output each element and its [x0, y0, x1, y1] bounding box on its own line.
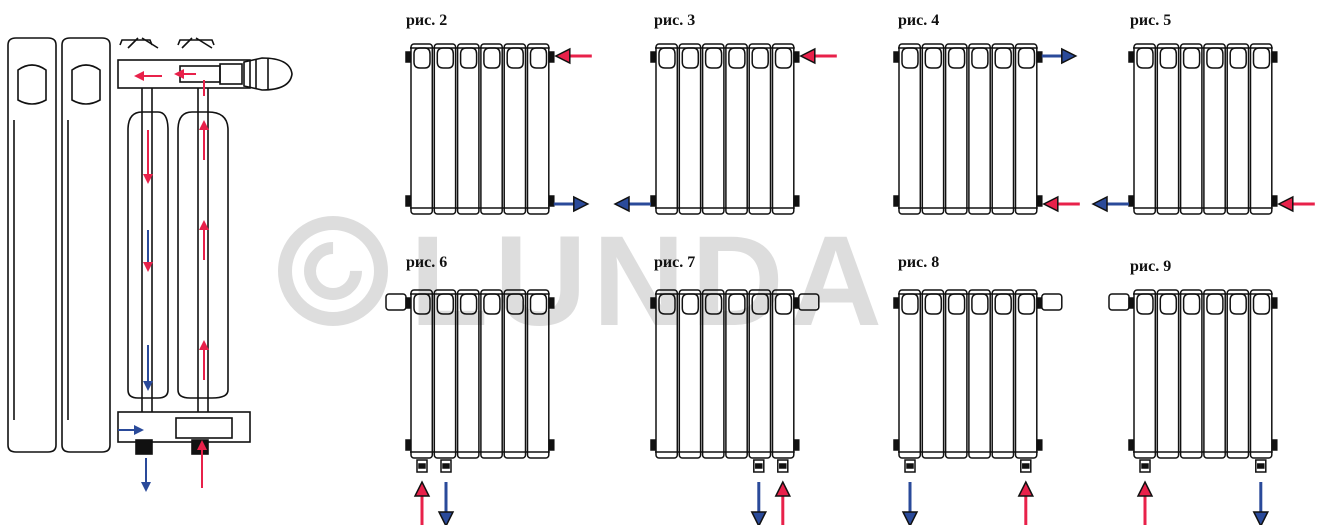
radiator-section [944, 289, 968, 459]
radiator-section [991, 43, 1015, 215]
radiator-section [410, 289, 434, 459]
radiator-section [725, 289, 748, 459]
radiator-section [748, 43, 772, 215]
return-arrow [1041, 47, 1078, 65]
radiator-section [991, 289, 1015, 459]
radiator-section [1179, 289, 1203, 459]
valve-fitting [416, 459, 428, 473]
radiator-fig-7 [650, 289, 820, 525]
supply-arrow [1042, 195, 1080, 213]
return-arrow [437, 482, 455, 525]
valve-fitting [440, 459, 452, 473]
radiator-section [1226, 289, 1250, 459]
radiator-section [480, 43, 503, 215]
radiator-fig-2 [405, 43, 592, 215]
radiator-section [655, 289, 679, 459]
radiator-section [1133, 289, 1157, 459]
supply-arrow [1277, 195, 1315, 213]
radiator-section [480, 289, 503, 459]
radiator-section [898, 289, 922, 459]
thermostatic-head-icon [1041, 293, 1063, 311]
thermostatic-head-icon [798, 293, 820, 311]
radiator-section [678, 289, 702, 459]
return-arrow [1091, 195, 1129, 213]
radiator-section [968, 43, 991, 215]
radiator-section [1226, 43, 1250, 215]
radiator-section [678, 43, 702, 215]
watermark-text: LUNDA [410, 210, 888, 353]
radiator-section [921, 289, 945, 459]
radiator-section [968, 289, 991, 459]
radiator-fig-3 [613, 43, 837, 215]
supply-arrow [554, 47, 592, 65]
radiator-section [944, 43, 968, 215]
radiator-section [1133, 43, 1157, 215]
radiator-section [725, 43, 748, 215]
radiator-fig-4 [893, 43, 1080, 215]
supply-arrow [1017, 480, 1035, 525]
thermostatic-head-icon [1108, 293, 1130, 311]
cutaway-radiator [7, 37, 293, 455]
figure-label-fig-7: рис. 7 [654, 254, 696, 271]
radiator-fig-6 [385, 289, 555, 525]
radiator-section [1014, 43, 1038, 215]
radiator-section [898, 43, 922, 215]
radiator-section [1014, 289, 1038, 459]
return-arrow [1252, 482, 1270, 525]
valve-fitting [753, 459, 765, 473]
thermostatic-head-icon [385, 293, 407, 311]
return-arrow [613, 195, 651, 213]
radiator-section [503, 43, 527, 215]
return-arrow [553, 195, 590, 213]
watermark: LUNDA [270, 212, 1030, 352]
supply-arrow [413, 480, 431, 525]
valve-fitting [1255, 459, 1267, 473]
radiator-section [1203, 43, 1226, 215]
return-arrow [750, 482, 768, 525]
radiator-section [456, 289, 480, 459]
radiator-section [1249, 289, 1273, 459]
valve-fitting [777, 459, 789, 473]
return-arrow [901, 482, 919, 525]
radiator-section [748, 289, 772, 459]
radiator-section [1156, 43, 1180, 215]
radiator-section [1249, 43, 1273, 215]
supply-arrow [774, 480, 792, 525]
radiator-section [526, 289, 550, 459]
valve-fitting [1020, 459, 1032, 473]
radiator-fig-5 [1091, 43, 1315, 215]
radiator-section [456, 43, 480, 215]
supply-arrow [1136, 480, 1154, 525]
radiator-section [503, 289, 527, 459]
radiator-section [701, 43, 725, 215]
radiator-section [433, 289, 457, 459]
radiator-section [1179, 43, 1203, 215]
radiator-fig-9 [1108, 289, 1278, 525]
radiator-section [433, 43, 457, 215]
radiator-fig-8 [893, 289, 1063, 525]
figure-label-fig-5: рис. 5 [1130, 12, 1172, 29]
radiator-section [701, 289, 725, 459]
valve-fitting [904, 459, 916, 473]
radiator-section [1203, 289, 1226, 459]
radiator-section [655, 43, 679, 215]
figure-label-fig-6: рис. 6 [406, 254, 448, 271]
radiator-section [1156, 289, 1180, 459]
valve-fitting [1139, 459, 1151, 473]
figure-label-fig-9: рис. 9 [1130, 258, 1172, 275]
figure-label-fig-8: рис. 8 [898, 254, 940, 271]
supply-arrow [799, 47, 837, 65]
figure-label-fig-2: рис. 2 [406, 12, 448, 29]
figure-label-fig-3: рис. 3 [654, 12, 696, 29]
radiator-section [410, 43, 434, 215]
radiator-section [921, 43, 945, 215]
figure-label-fig-4: рис. 4 [898, 12, 940, 29]
cutaway-flow-arrows [118, 69, 209, 492]
radiator-section [771, 43, 795, 215]
radiator-section [771, 289, 795, 459]
radiator-section [526, 43, 550, 215]
